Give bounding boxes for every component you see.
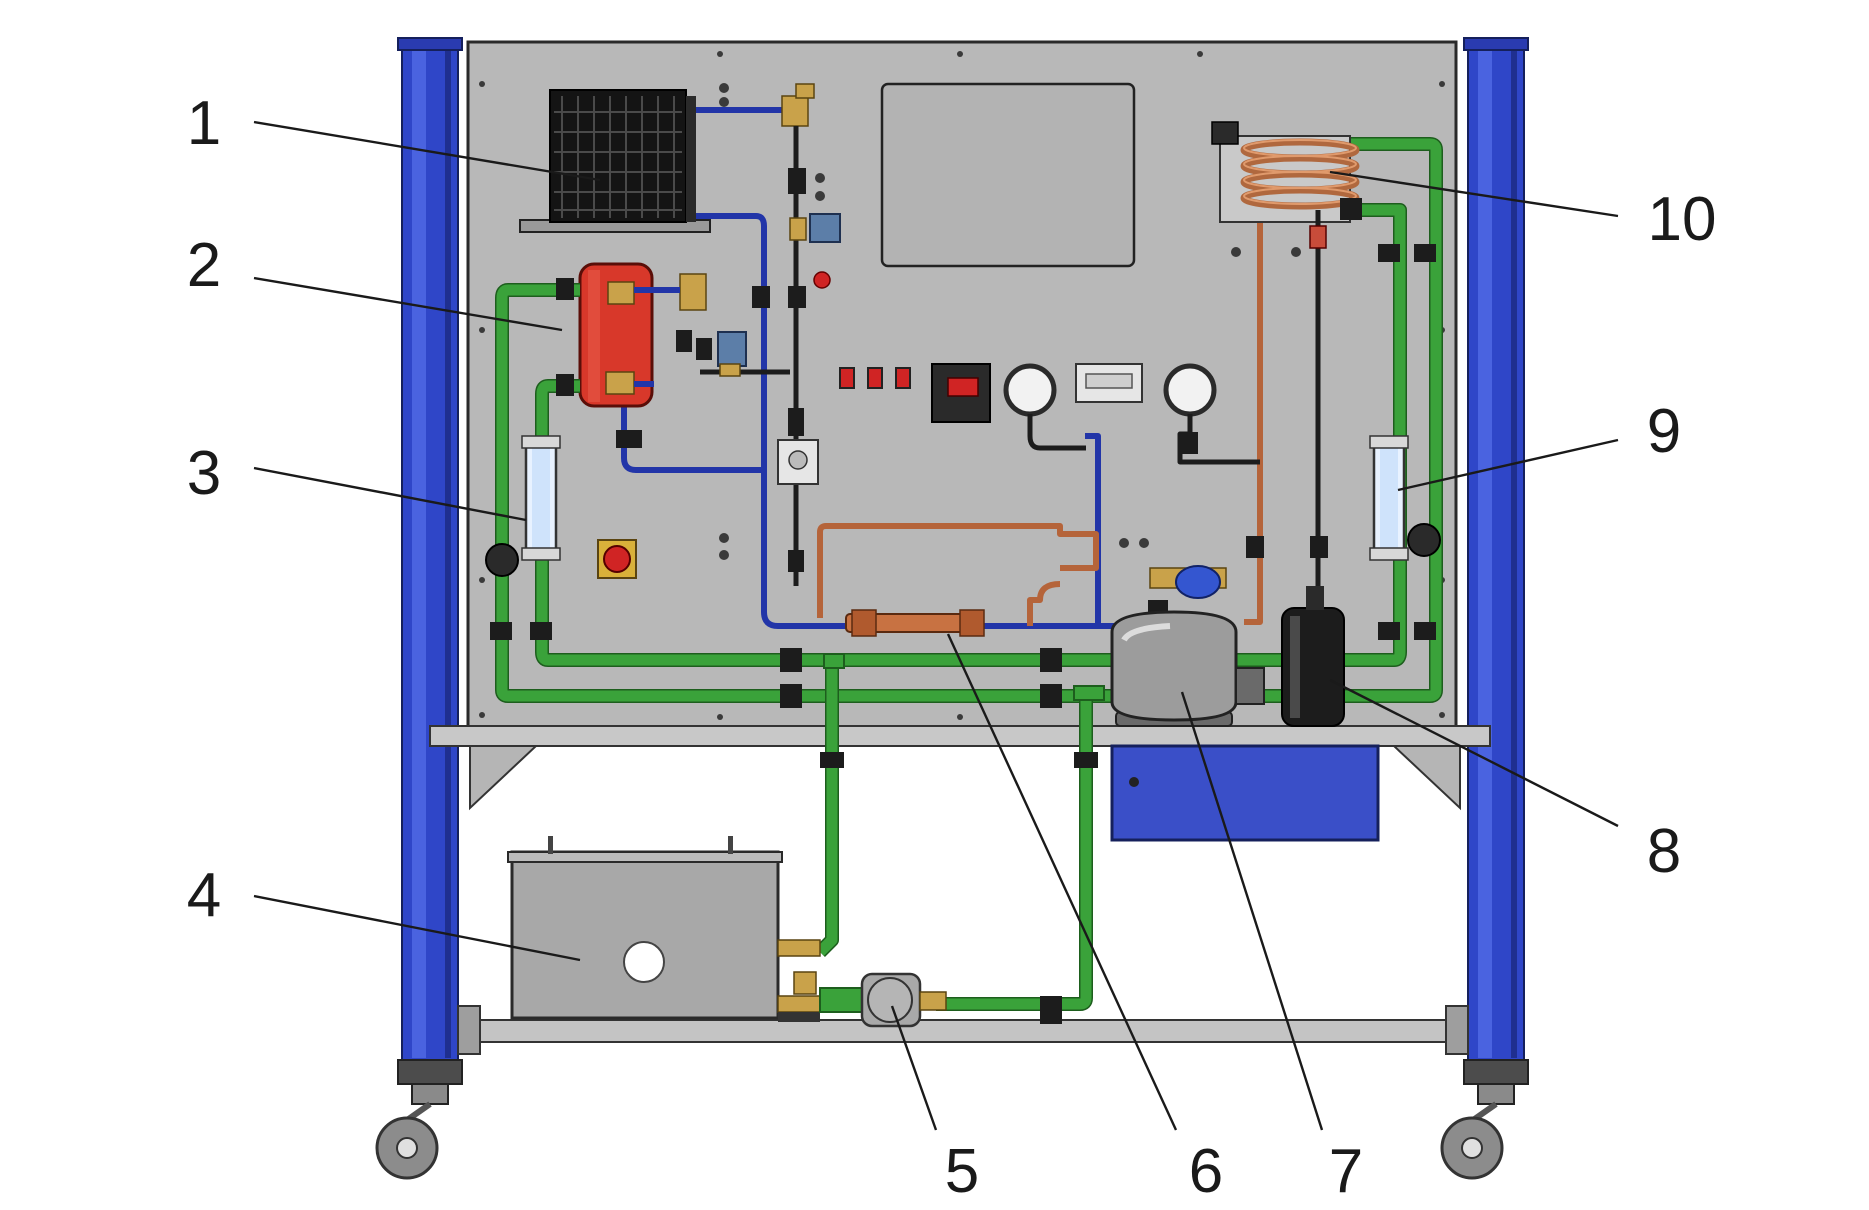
expansion-valve <box>752 83 841 586</box>
callout-2: 2 <box>187 231 221 300</box>
pressure-gauge-low <box>1003 363 1086 451</box>
callout-1: 1 <box>187 89 221 158</box>
callout-4: 4 <box>187 861 221 930</box>
compressor <box>1110 610 1265 727</box>
leader-7 <box>1180 691 1324 1131</box>
leader-10 <box>1329 170 1619 218</box>
leader-3 <box>253 466 527 522</box>
callout-5: 5 <box>945 1137 979 1206</box>
callout-7: 7 <box>1329 1137 1363 1206</box>
evaporator <box>519 89 711 233</box>
receiver <box>578 262 707 448</box>
control-box <box>1110 744 1380 842</box>
leader-1 <box>253 120 601 182</box>
emergency-stop <box>597 539 637 579</box>
pressure-gauge-high <box>1163 363 1260 465</box>
leader-9 <box>1397 438 1619 492</box>
callout-9: 9 <box>1647 397 1681 466</box>
callout-labels: 1 2 3 4 5 6 7 8 9 10 <box>187 89 1717 1206</box>
water-tank <box>507 836 821 1022</box>
leader-2 <box>253 276 563 332</box>
pressure-switch <box>1075 363 1143 403</box>
accumulator <box>1281 586 1345 727</box>
flowmeter-right <box>1369 435 1441 561</box>
solenoid-valve <box>696 331 790 377</box>
discharge-riser <box>1244 150 1263 625</box>
flowmeter-left <box>485 435 561 577</box>
frame-right-column <box>1463 37 1529 1065</box>
water-pump <box>819 972 947 1028</box>
indicator-lamps <box>839 367 911 389</box>
sight-glass-panel <box>777 408 819 572</box>
condenser-coil <box>1211 121 1362 600</box>
callout-6: 6 <box>1189 1137 1223 1206</box>
leader-6 <box>946 633 1178 1131</box>
leader-lines <box>253 120 1619 1131</box>
callout-10: 10 <box>1648 185 1717 254</box>
leader-5 <box>890 1005 938 1131</box>
caster-left <box>375 1059 463 1180</box>
capillary-loop <box>817 523 1099 637</box>
callout-3: 3 <box>187 439 221 508</box>
shelf <box>429 725 1491 811</box>
leader-4 <box>253 894 581 962</box>
suction-lines <box>621 107 1130 629</box>
callout-8: 8 <box>1647 817 1681 886</box>
caster-right <box>1440 1059 1529 1180</box>
bottom-crossbar <box>457 1005 1469 1055</box>
main-switch <box>931 363 991 423</box>
leader-8 <box>1329 678 1619 828</box>
frame-left-column <box>397 37 463 1065</box>
water-circuit <box>490 137 1443 1024</box>
display-plate <box>880 82 1136 268</box>
